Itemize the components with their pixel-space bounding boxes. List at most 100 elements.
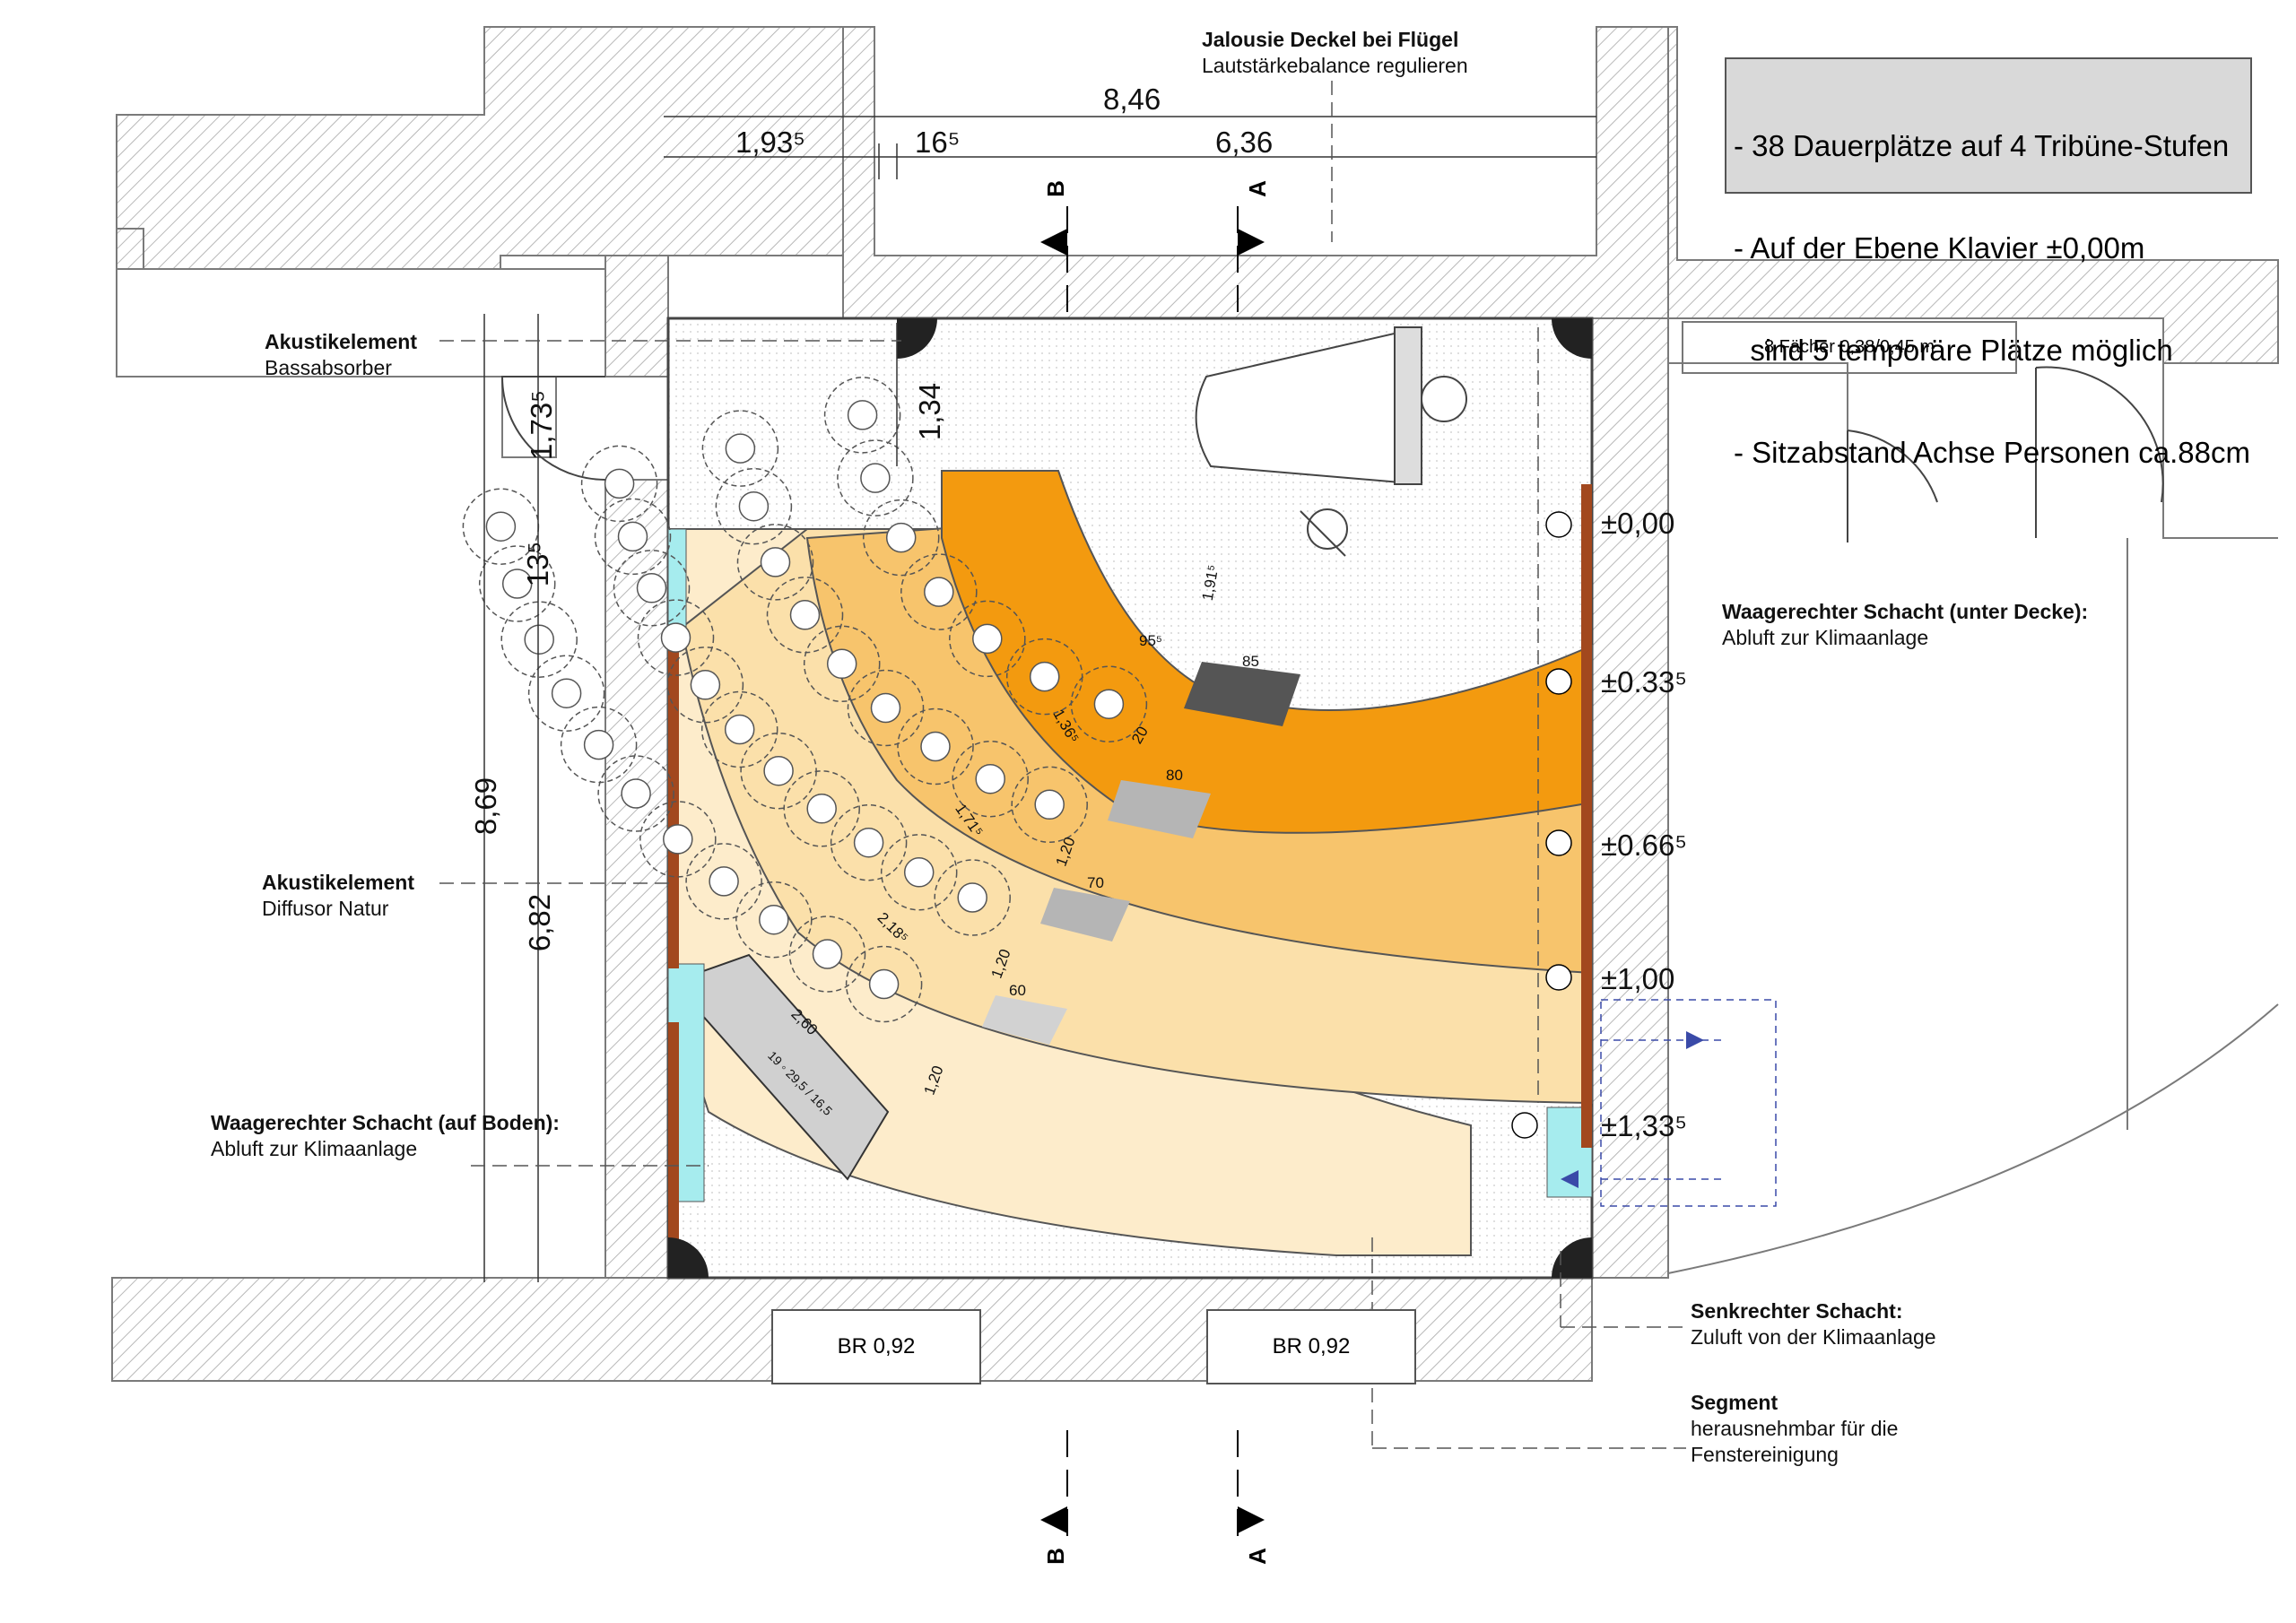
dim-left-b: 13⁵	[521, 541, 555, 587]
label-sub: herausnehmbar für die	[1691, 1416, 1899, 1440]
seats	[462, 377, 1148, 1023]
step-grey-1	[1108, 780, 1211, 838]
label-title: Segment	[1691, 1391, 1779, 1414]
label-akustik-diffusor: Akustikelement Diffusor Natur	[262, 870, 414, 922]
seated-person	[621, 778, 651, 809]
step-grey-2	[1040, 888, 1130, 942]
seated-person	[868, 968, 900, 1000]
seat-space	[803, 625, 881, 703]
seated-person	[583, 729, 614, 760]
seat-space	[527, 655, 605, 732]
wood-left-1	[668, 646, 679, 968]
pianist	[1300, 508, 1348, 557]
inner-dim: 85	[1242, 653, 1259, 670]
dim-top-mid: 16⁵	[915, 126, 961, 159]
seated-person	[724, 714, 755, 745]
label-sub: Abluft zur Klimaanlage	[1722, 625, 1929, 649]
seat-space	[736, 524, 814, 601]
seated-person	[847, 400, 878, 430]
dim-left-c: 6,82	[523, 893, 557, 952]
seat-space	[830, 803, 908, 881]
seated-person	[920, 731, 951, 762]
note-line: sind 5 temporäre Plätze möglich	[1734, 334, 2173, 367]
seat-space	[500, 601, 578, 678]
seated-person	[924, 577, 954, 607]
seated-person	[885, 522, 917, 553]
step-grey-3	[982, 995, 1067, 1045]
seated-person	[870, 692, 901, 724]
section-markers	[1040, 229, 1265, 1533]
inner-dim: 70	[1087, 874, 1104, 891]
label-sub: Fenstereinigung	[1691, 1442, 1839, 1466]
seat-space	[597, 755, 674, 832]
label-title: Senkrechter Schacht:	[1691, 1299, 1903, 1323]
label-title: Waagerechter Schacht (auf Boden):	[211, 1111, 560, 1134]
seat-space	[478, 545, 556, 622]
seated-person	[1029, 661, 1060, 692]
seated-person	[760, 547, 791, 577]
level-3: ±1,00	[1601, 962, 1675, 995]
door-width-2: BR 0,92	[1206, 1309, 1416, 1384]
seated-person	[663, 824, 693, 855]
seat-space	[788, 916, 866, 993]
note-line: - Sitzabstand Achse Personen ca.88cm	[1734, 436, 2250, 469]
seat-space	[1005, 638, 1083, 716]
seat-space	[900, 553, 978, 630]
label-title: Akustikelement	[265, 330, 418, 353]
seat-space	[847, 669, 925, 747]
label-sub: Bassabsorber	[265, 355, 392, 379]
seated-person	[660, 622, 691, 653]
seated-person	[853, 827, 884, 858]
seat-space	[949, 600, 1026, 678]
dim-top-total: 8,46	[1103, 82, 1161, 116]
wood-left-2	[668, 1022, 679, 1269]
note-line: - 38 Dauerplätze auf 4 Tribüne-Stufen	[1734, 129, 2230, 162]
seated-person	[709, 866, 739, 897]
level-markers	[1511, 511, 1572, 1139]
grand-piano	[1195, 325, 1467, 486]
seat-space	[715, 467, 793, 545]
dim-top-left: 1,93⁵	[735, 126, 805, 159]
tier-1	[941, 470, 1593, 834]
seated-person	[551, 678, 582, 708]
inner-dim: 60	[1009, 982, 1026, 999]
seat-space	[666, 647, 744, 724]
seat-space	[594, 498, 672, 576]
corner-absorbers	[668, 318, 1592, 1278]
seated-person	[903, 857, 935, 888]
seat-space	[613, 550, 691, 627]
label-jalousie: Jalousie Deckel bei Flügel Lautstärkebal…	[1202, 27, 1468, 79]
inner-dim: 80	[1166, 767, 1183, 784]
label-senkrechter-schacht: Senkrechter Schacht: Zuluft von der Klim…	[1691, 1298, 1936, 1350]
seat-space	[837, 439, 914, 516]
seated-person	[789, 600, 821, 630]
seated-person	[524, 624, 554, 655]
seated-person	[975, 763, 1005, 794]
label-sub: Diffusor Natur	[262, 896, 389, 920]
seated-person	[826, 648, 857, 680]
label-sub: Abluft zur Klimaanlage	[211, 1136, 418, 1160]
seated-person	[759, 904, 789, 935]
seated-person	[636, 573, 667, 603]
dim-left-outer: 8,69	[469, 777, 503, 836]
seat-space	[783, 770, 860, 847]
seated-person	[763, 755, 794, 786]
seat-space	[639, 801, 717, 878]
faecher-shelf: 8 Fächer 0,38/0,45 m	[1682, 321, 2017, 374]
level-2: ±0.66⁵	[1601, 829, 1688, 862]
seat-space	[897, 707, 974, 785]
label-schacht-decke: Waagerechter Schacht (unter Decke): Ablu…	[1722, 599, 2088, 651]
seat-space	[637, 599, 715, 676]
section-a-bottom: A	[1243, 1548, 1271, 1565]
seated-person	[972, 623, 1003, 655]
door-width-1: BR 0,92	[771, 1309, 981, 1384]
seat-space	[560, 706, 638, 784]
notes-box: - 38 Dauerplätze auf 4 Tribüne-Stufen - …	[1725, 57, 2252, 469]
dim-door-height: 1,34	[913, 382, 947, 441]
seated-person	[806, 794, 837, 824]
seated-person	[617, 521, 648, 552]
dimension-lines	[483, 116, 1596, 1282]
label-akustik-bass: Akustikelement Bassabsorber	[265, 329, 417, 381]
seat-space	[845, 945, 923, 1023]
